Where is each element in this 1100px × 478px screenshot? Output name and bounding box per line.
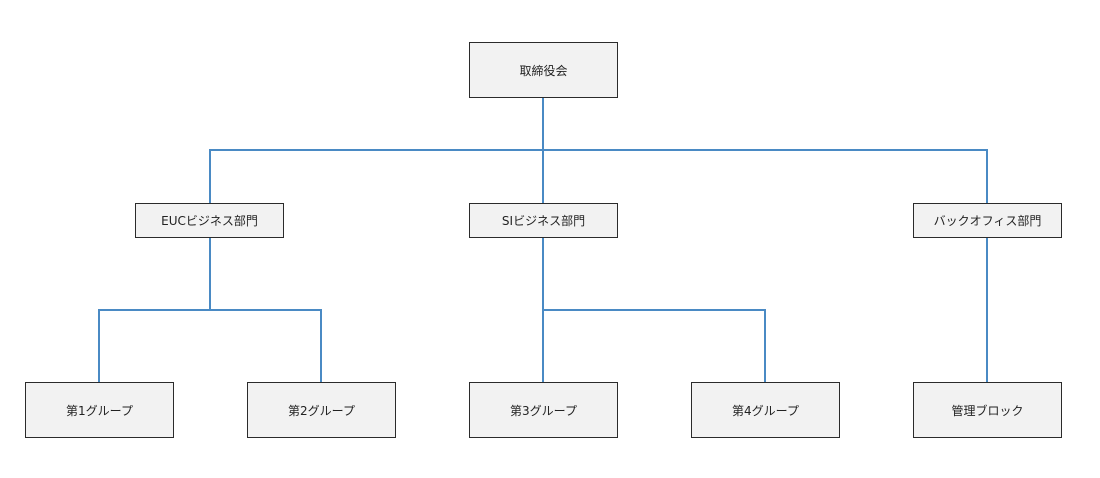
- node-board-of-directors[interactable]: 取締役会: [469, 42, 618, 98]
- node-group-4[interactable]: 第4グループ: [691, 382, 840, 438]
- node-label: 第3グループ: [510, 403, 577, 418]
- node-management-block[interactable]: 管理ブロック: [913, 382, 1062, 438]
- node-si-business-division[interactable]: SIビジネス部門: [469, 203, 618, 238]
- node-label: 取締役会: [519, 63, 568, 78]
- node-back-office-division[interactable]: バックオフィス部門: [913, 203, 1062, 238]
- node-label: 管理ブロック: [951, 403, 1024, 418]
- node-euc-business-division[interactable]: EUCビジネス部門: [135, 203, 284, 238]
- node-label: 第2グループ: [288, 403, 355, 418]
- node-group-2[interactable]: 第2グループ: [247, 382, 396, 438]
- node-label: 第1グループ: [66, 403, 133, 418]
- node-label: SIビジネス部門: [501, 214, 586, 228]
- node-group-3[interactable]: 第3グループ: [469, 382, 618, 438]
- node-label: EUCビジネス部門: [161, 214, 258, 228]
- node-label: バックオフィス部門: [933, 214, 1042, 228]
- node-label: 第4グループ: [732, 403, 799, 418]
- node-group-1[interactable]: 第1グループ: [25, 382, 174, 438]
